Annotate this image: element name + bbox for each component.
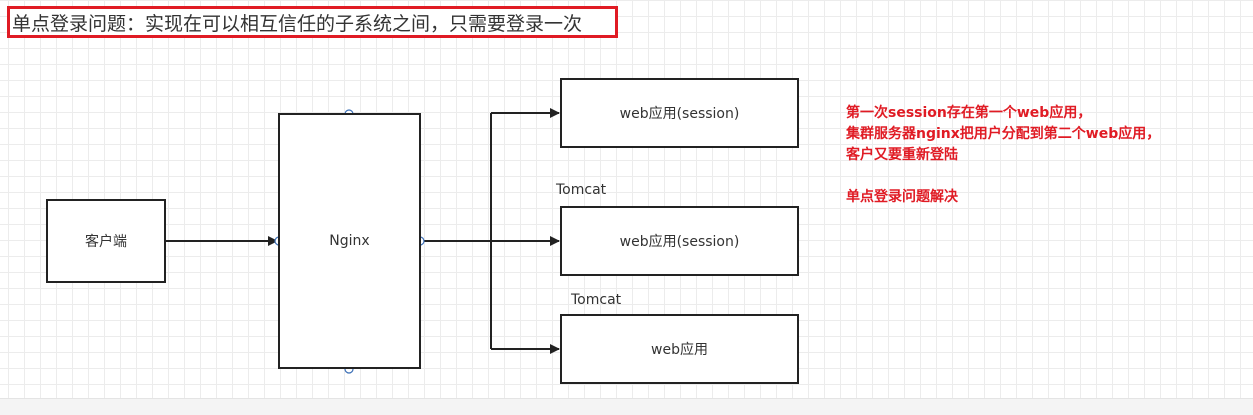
web-app-node-2[interactable]: web应用(session) (560, 206, 799, 276)
web-app-node-3-label: web应用 (651, 342, 708, 358)
bottom-bar (0, 398, 1253, 415)
page-title-text: 单点登录问题：实现在可以相互信任的子系统之间，只需要登录一次 (12, 12, 583, 35)
note-line: 客户又要重新登陆 (846, 147, 958, 163)
nginx-node-label: Nginx (329, 233, 370, 249)
tomcat-label-3: Tomcat (571, 292, 622, 308)
tomcat-label-2: Tomcat (556, 182, 607, 198)
annotation-notes: 第一次session存在第一个web应用， 集群服务器nginx把用户分配到第二… (846, 103, 1160, 208)
web-app-node-3[interactable]: web应用 (560, 314, 799, 384)
client-node[interactable]: 客户端 (46, 199, 166, 283)
web-app-node-1-label: web应用(session) (619, 106, 740, 122)
note-spacer (846, 166, 1160, 187)
note-line: 单点登录问题解决 (846, 189, 958, 205)
note-line: 集群服务器nginx把用户分配到第二个web应用， (846, 126, 1161, 142)
web-app-node-1[interactable]: web应用(session) (560, 78, 799, 148)
note-line: 第一次session存在第一个web应用， (846, 105, 1092, 121)
nginx-node[interactable]: Nginx (278, 113, 421, 369)
page-title: 单点登录问题：实现在可以相互信任的子系统之间，只需要登录一次 (7, 6, 618, 38)
client-node-label: 客户端 (85, 234, 127, 250)
web-app-node-2-label: web应用(session) (619, 234, 740, 250)
